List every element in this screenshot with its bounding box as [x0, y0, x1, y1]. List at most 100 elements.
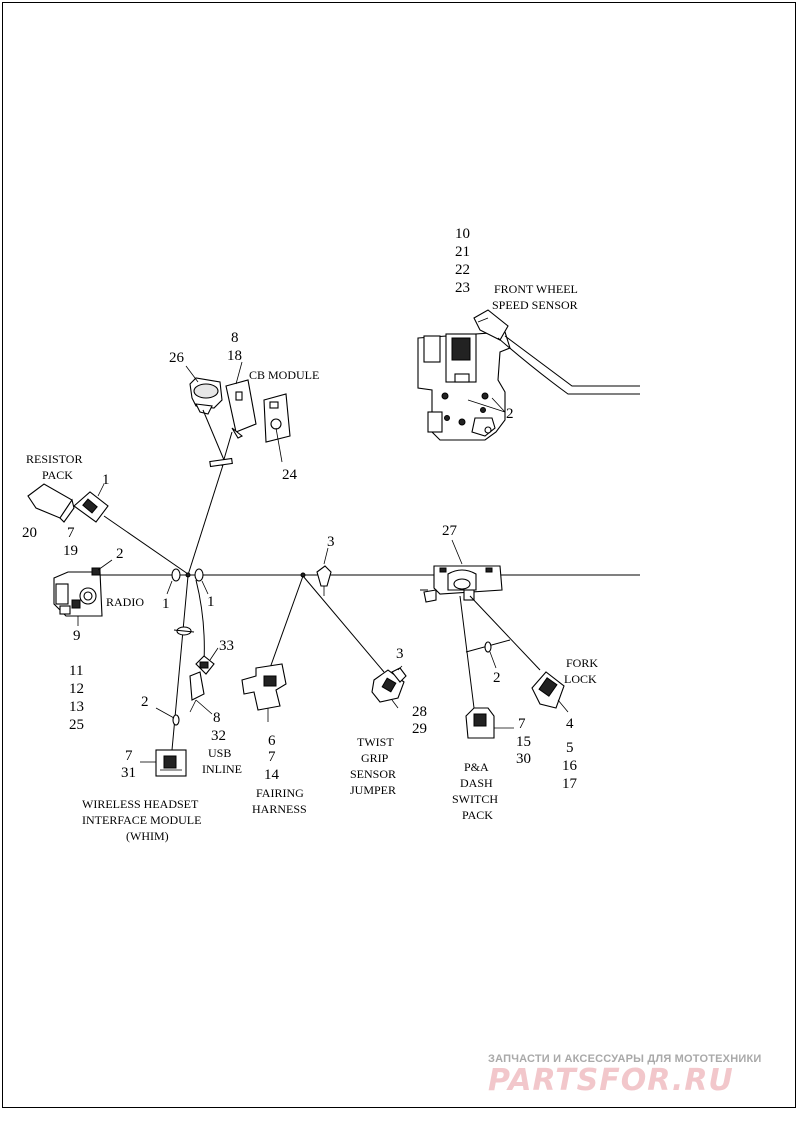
leader-cb	[235, 361, 243, 385]
whim-connector	[140, 749, 187, 777]
label-twist-4: JUMPER	[350, 783, 396, 797]
callout-8-cb: 8	[231, 330, 239, 346]
radio-unit	[53, 567, 103, 617]
speed-sensor-cable-b	[497, 337, 640, 395]
callout-16: 16	[562, 758, 578, 774]
usb-wire	[195, 579, 205, 663]
callout-6: 6	[268, 733, 276, 749]
resistor-pack	[27, 483, 75, 523]
harness-clip-1-left	[166, 568, 181, 595]
callout-14: 14	[264, 767, 280, 783]
harness-clip-1-right	[194, 568, 209, 595]
resistor-wire	[103, 515, 189, 575]
fork-lock-connector	[531, 671, 569, 713]
resistor-pack-connector	[73, 491, 109, 523]
callout-5: 5	[566, 740, 574, 756]
callout-12: 12	[69, 681, 84, 697]
callout-26: 26	[169, 350, 185, 366]
callout-30: 30	[516, 751, 531, 767]
callout-19: 19	[63, 543, 78, 559]
callout-7-pa: 7	[518, 716, 526, 732]
callout-18: 18	[227, 348, 242, 364]
label-fairing-1: FAIRING	[256, 786, 304, 800]
label-front-wheel-1: FRONT WHEEL	[494, 282, 578, 296]
speed-sensor-cable-a	[504, 335, 640, 387]
callout-25: 25	[69, 717, 84, 733]
label-pa-1: P&A	[464, 760, 489, 774]
callout-7-whim: 7	[125, 748, 133, 764]
twist-grip-clip-3	[391, 665, 407, 683]
label-fork-2: LOCK	[564, 672, 597, 686]
callout-31: 31	[121, 765, 136, 781]
pa-tie-2	[484, 641, 497, 669]
callout-13: 13	[69, 699, 84, 715]
cb-wire-a	[202, 409, 225, 461]
callout-17: 17	[562, 776, 578, 792]
label-radio: RADIO	[106, 595, 144, 609]
label-fork-1: FORK	[566, 656, 598, 670]
callout-24: 24	[282, 467, 298, 483]
usb-tie-strap	[173, 626, 195, 636]
forklock-wire	[469, 595, 541, 671]
label-twist-2: GRIP	[361, 751, 389, 765]
whim-tie-strap	[155, 707, 180, 726]
callout-2-radio: 2	[116, 546, 124, 562]
usb-inline-connector	[189, 655, 215, 713]
callout-11: 11	[69, 663, 83, 679]
callout-8-usb: 8	[213, 710, 221, 726]
label-usb-2: INLINE	[202, 762, 242, 776]
cb-tie-strap	[209, 457, 233, 468]
speed-sensor	[473, 309, 509, 341]
callout-23: 23	[455, 280, 470, 296]
callout-27: 27	[442, 523, 458, 539]
drawing-frame	[2, 2, 796, 1108]
callout-29: 29	[412, 721, 427, 737]
label-usb-1: USB	[208, 746, 231, 760]
watermark: ЗАПЧАСТИ И АКСЕССУАРЫ ДЛЯ МОТОТЕХНИКИ PA…	[488, 1053, 788, 1098]
cb-module-connector-26	[189, 377, 223, 415]
fairing-wire	[269, 575, 304, 669]
cb-module	[225, 379, 257, 439]
callout-10: 10	[455, 226, 470, 242]
leader-33	[209, 647, 219, 661]
callout-32: 32	[211, 728, 226, 744]
leader-1-res	[97, 483, 105, 497]
twist-grip-connector	[371, 669, 405, 709]
label-whim-2: INTERFACE MODULE	[82, 813, 201, 827]
label-resistor-2: PACK	[42, 468, 73, 482]
label-pa-3: SWITCH	[452, 792, 498, 806]
callout-2-whim: 2	[141, 694, 149, 710]
front-wheel-bracket	[417, 331, 511, 441]
callout-3-twist: 3	[396, 646, 404, 662]
leader-26	[185, 365, 199, 383]
leader-2-wheel	[467, 397, 506, 413]
leader-8-usb	[195, 699, 213, 715]
component-labels: FRONT WHEEL SPEED SENSOR CB MODULE RESIS…	[26, 282, 598, 843]
callout-1-right: 1	[207, 594, 215, 610]
callout-2-wheel: 2	[506, 406, 514, 422]
label-cb-module: CB MODULE	[249, 368, 319, 382]
push-clip-3	[316, 547, 332, 596]
callout-7-res: 7	[67, 525, 75, 541]
callouts: 10 21 22 23 2 8 18 26 24 1 7 19 20 2 1 1…	[22, 226, 578, 792]
watermark-tagline: ЗАПЧАСТИ И АКСЕССУАРЫ ДЛЯ МОТОТЕХНИКИ	[488, 1053, 762, 1065]
label-resistor-1: RESISTOR	[26, 452, 82, 466]
leader-27	[451, 539, 463, 565]
fairing-connector	[241, 663, 287, 722]
pa-bracket	[423, 565, 503, 603]
callout-1-left: 1	[162, 596, 170, 612]
pa-dash-connector	[465, 707, 514, 739]
label-twist-1: TWIST	[357, 735, 394, 749]
cb-main-wire	[187, 464, 224, 576]
callout-20: 20	[22, 525, 37, 541]
callout-4: 4	[566, 716, 574, 732]
callout-22: 22	[455, 262, 470, 278]
label-front-wheel-2: SPEED SENSOR	[492, 298, 578, 312]
callout-15: 15	[516, 734, 531, 750]
twist-grip-wire	[302, 575, 385, 673]
callout-3-top: 3	[327, 534, 335, 550]
callout-21: 21	[455, 244, 470, 260]
watermark-logo: PARTSFOR.RU	[488, 1063, 734, 1098]
label-pa-4: PACK	[462, 808, 493, 822]
